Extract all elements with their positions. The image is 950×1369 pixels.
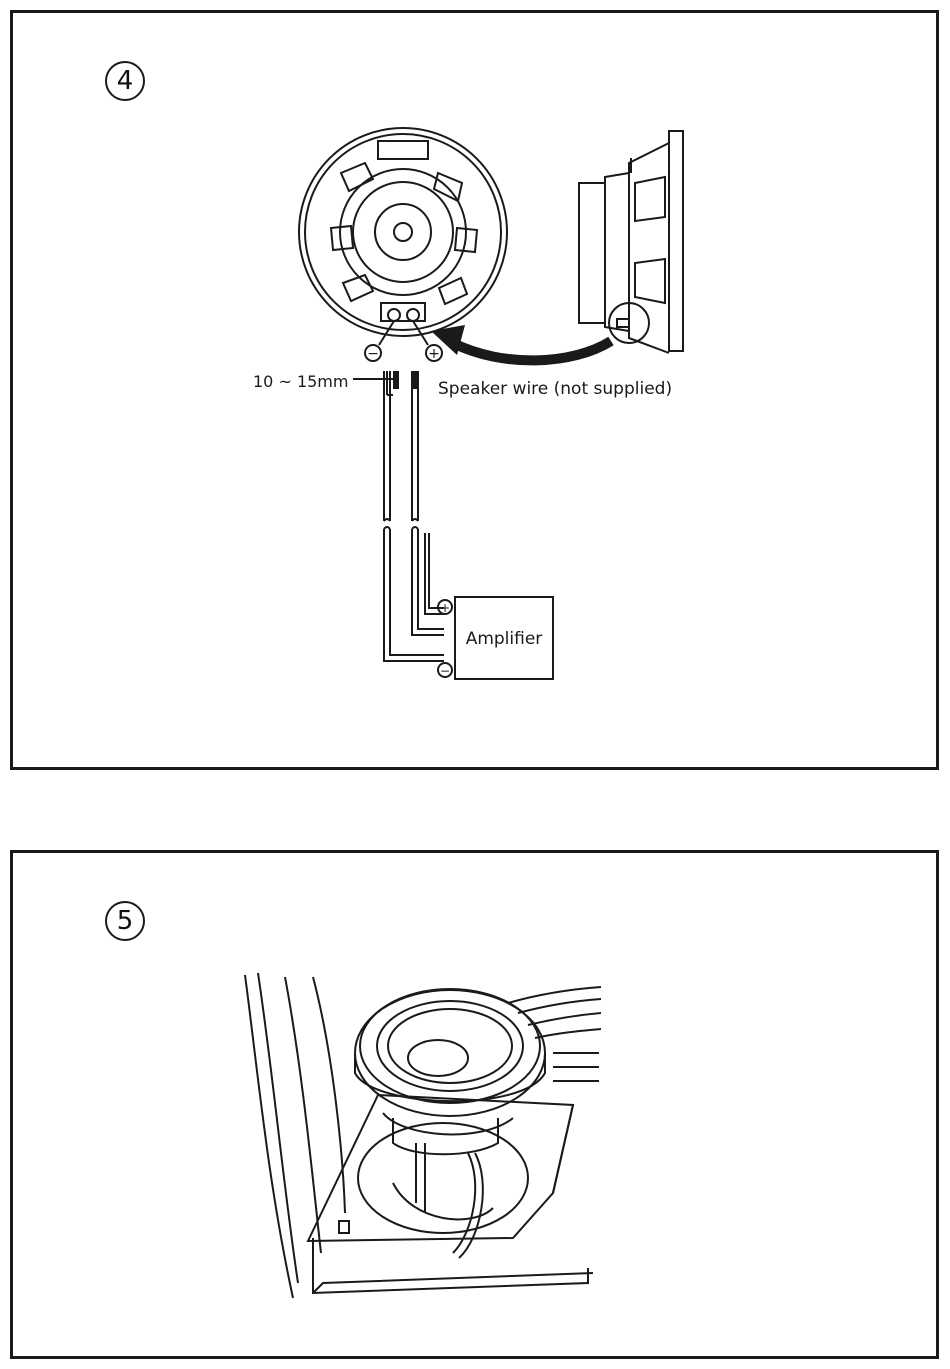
- speaker-minus-text: −: [367, 346, 379, 362]
- speaker-plus-text: +: [428, 346, 440, 362]
- strip-length-label: 10 ~ 15mm: [253, 372, 348, 391]
- speaker-wire-label: Speaker wire (not supplied): [438, 379, 672, 399]
- step-4-panel: 4: [10, 10, 939, 770]
- arrow-to-terminals: [453, 341, 611, 360]
- step-5-panel: 5: [10, 850, 939, 1359]
- speaker-side-view: [579, 131, 683, 353]
- speaker-installation-illustration: [13, 853, 936, 1356]
- amp-minus-text: −: [440, 664, 450, 678]
- negative-terminal: [388, 309, 400, 321]
- wire-negative: [384, 529, 444, 661]
- speaker-wiring-diagram: − + + − 10 ~ 15mm Speaker wire (not supp…: [13, 13, 936, 767]
- positive-terminal: [407, 309, 419, 321]
- speaker-rear-view: [299, 128, 507, 336]
- amplifier-label: Amplifier: [466, 629, 543, 649]
- speaker: [355, 989, 545, 1154]
- amp-plus-text: +: [440, 601, 450, 615]
